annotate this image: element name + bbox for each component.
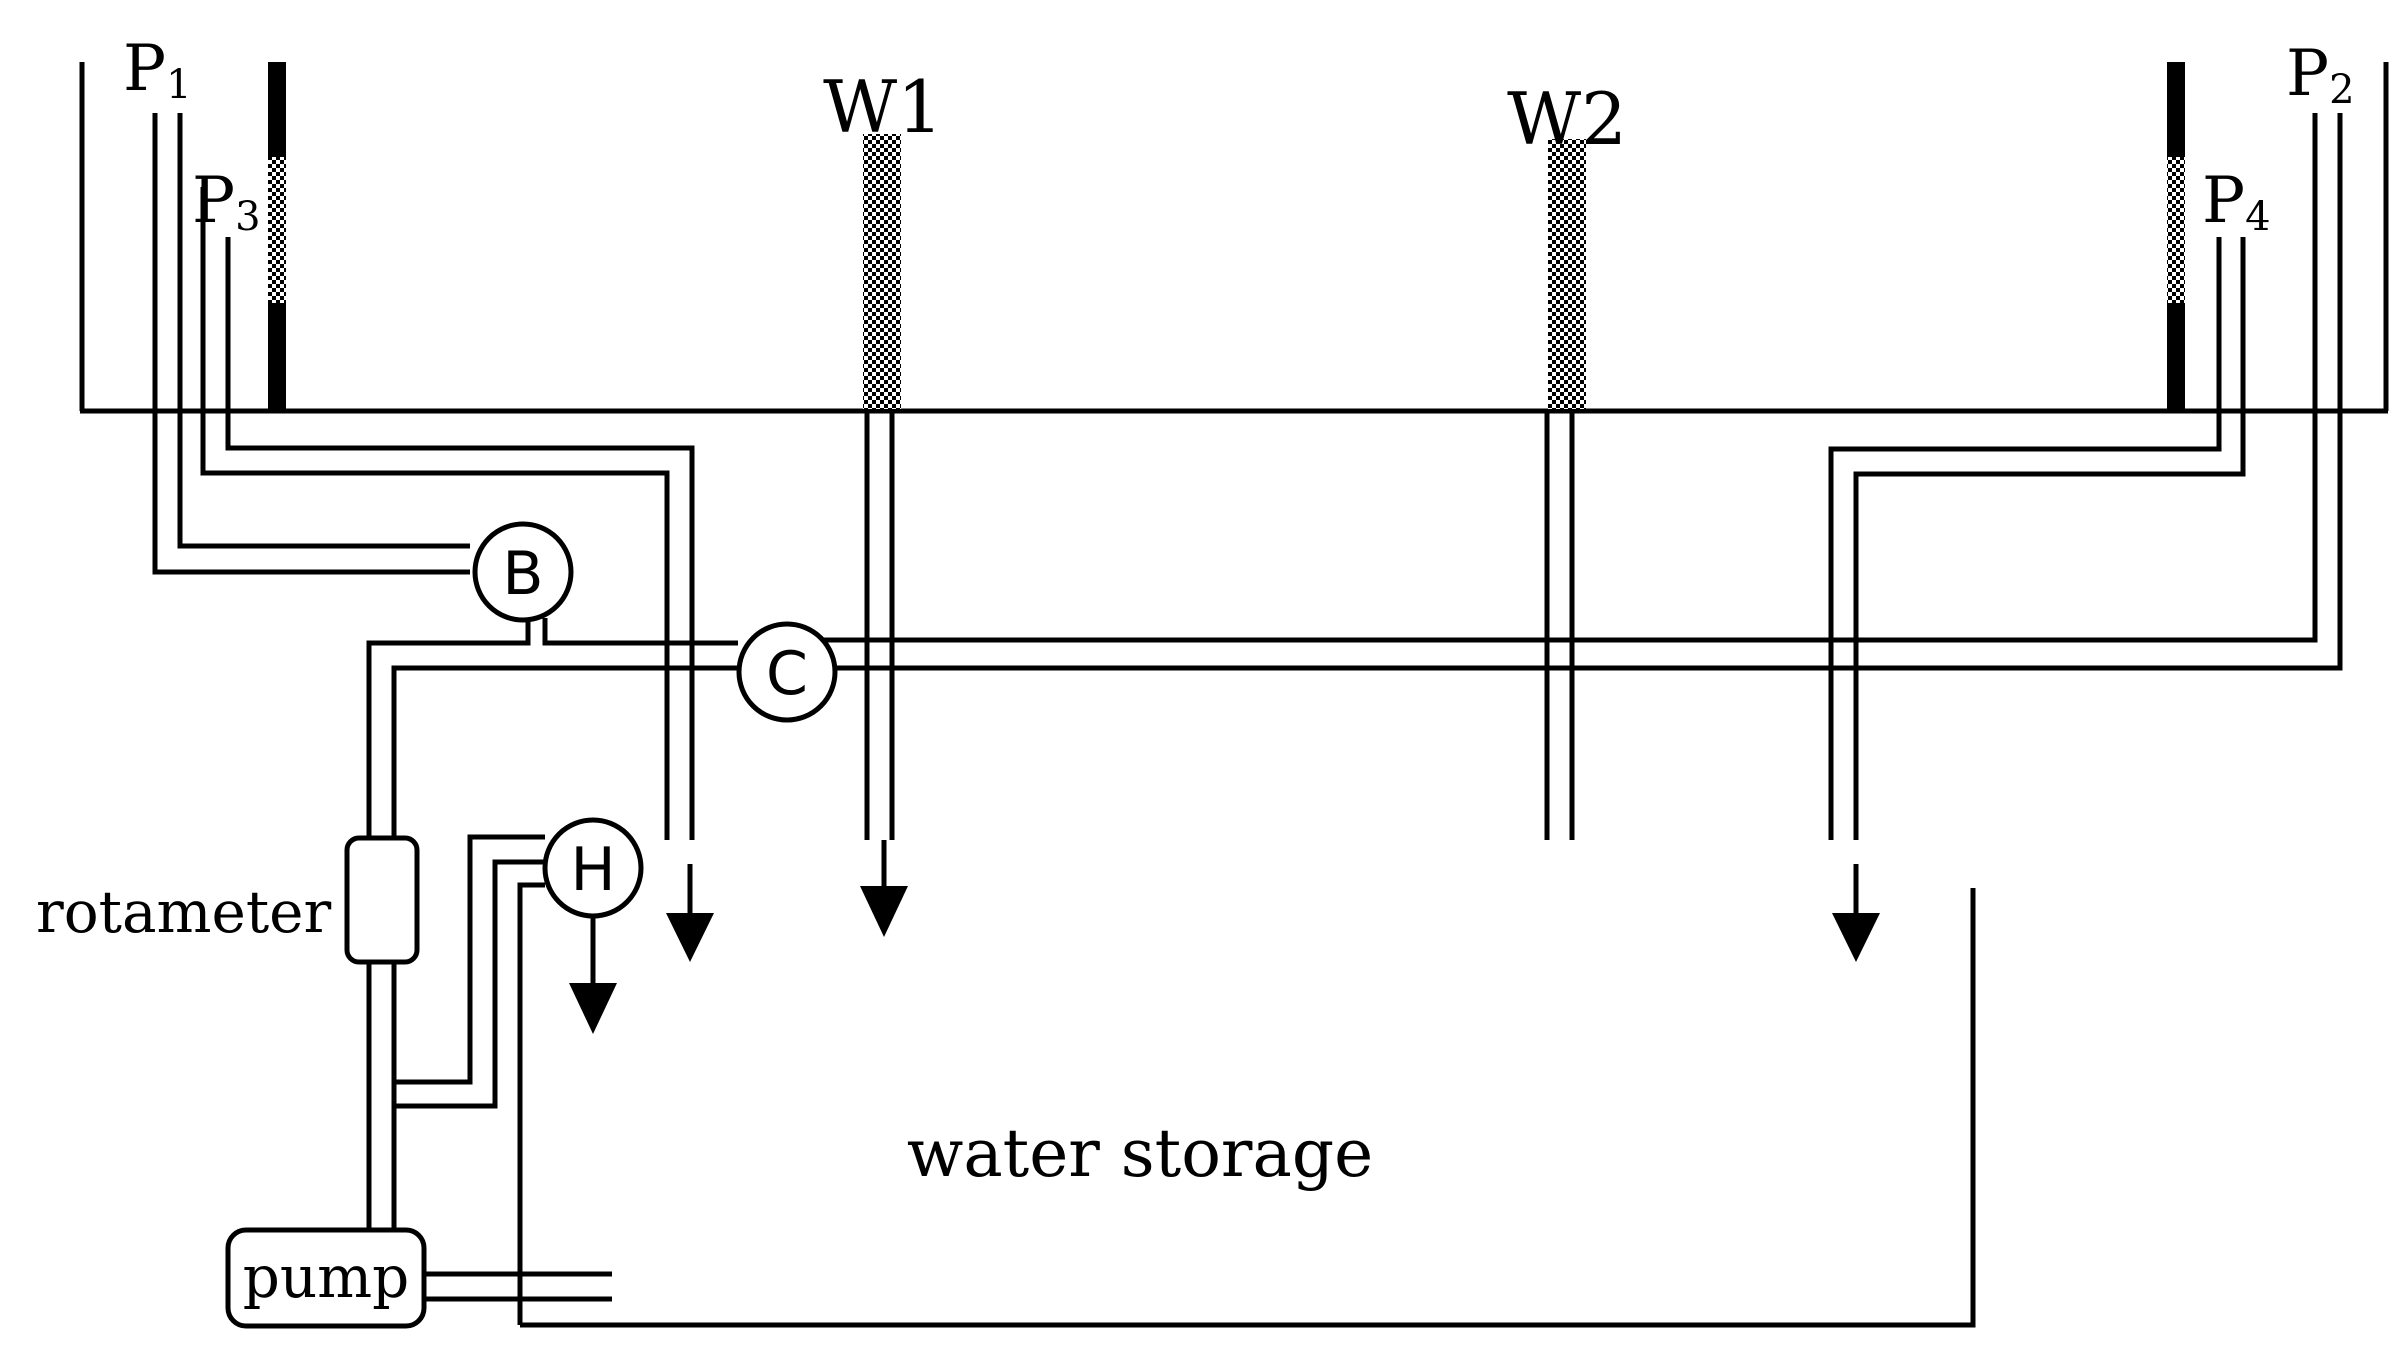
valve-c-label: C <box>766 639 808 709</box>
p4-label: P4 <box>2202 164 2271 240</box>
p1-tube <box>152 113 470 575</box>
p2-label: P2 <box>2286 37 2355 113</box>
pump-suction <box>415 1271 612 1302</box>
p2-tube <box>785 113 2343 671</box>
pump[interactable]: pump <box>225 1227 427 1329</box>
head-tank-h-label: H <box>570 835 615 905</box>
p3-label: P3 <box>192 164 261 240</box>
arrow-w1-drain <box>860 840 908 937</box>
left-gate <box>268 62 286 409</box>
valve-b-label: B <box>502 539 543 609</box>
p4-tube <box>1828 237 2246 840</box>
valve-b[interactable]: B <box>472 521 574 623</box>
w1-screen <box>863 134 901 409</box>
w2-screen <box>1548 139 1586 409</box>
arrow-p3-drain <box>666 864 714 962</box>
valve-c[interactable]: C <box>736 621 838 723</box>
left-gate-screen <box>268 157 286 303</box>
right-gate <box>2167 62 2185 409</box>
right-gate-screen <box>2167 157 2185 303</box>
channel <box>79 62 2389 414</box>
right-gate-bottom <box>2167 303 2185 409</box>
water-storage-tank <box>520 888 1976 1328</box>
rotameter[interactable] <box>344 835 420 965</box>
left-gate-bottom <box>268 303 286 409</box>
pump-label: pump <box>243 1243 410 1311</box>
p1-label: P1 <box>123 32 192 108</box>
w2-drain-pipe <box>1544 409 1575 840</box>
h-lines <box>391 834 545 1325</box>
water-storage-label: water storage <box>907 1115 1373 1192</box>
w1-drain-pipe <box>864 409 895 840</box>
w1-label: W1 <box>823 65 943 149</box>
left-gate-top <box>268 62 286 157</box>
rotameter-label: rotameter <box>36 878 331 946</box>
head-tank-h[interactable]: H <box>542 817 644 919</box>
w2-label: W2 <box>1507 77 1627 161</box>
right-gate-top <box>2167 62 2185 157</box>
arrow-p4-drain <box>1832 864 1880 962</box>
